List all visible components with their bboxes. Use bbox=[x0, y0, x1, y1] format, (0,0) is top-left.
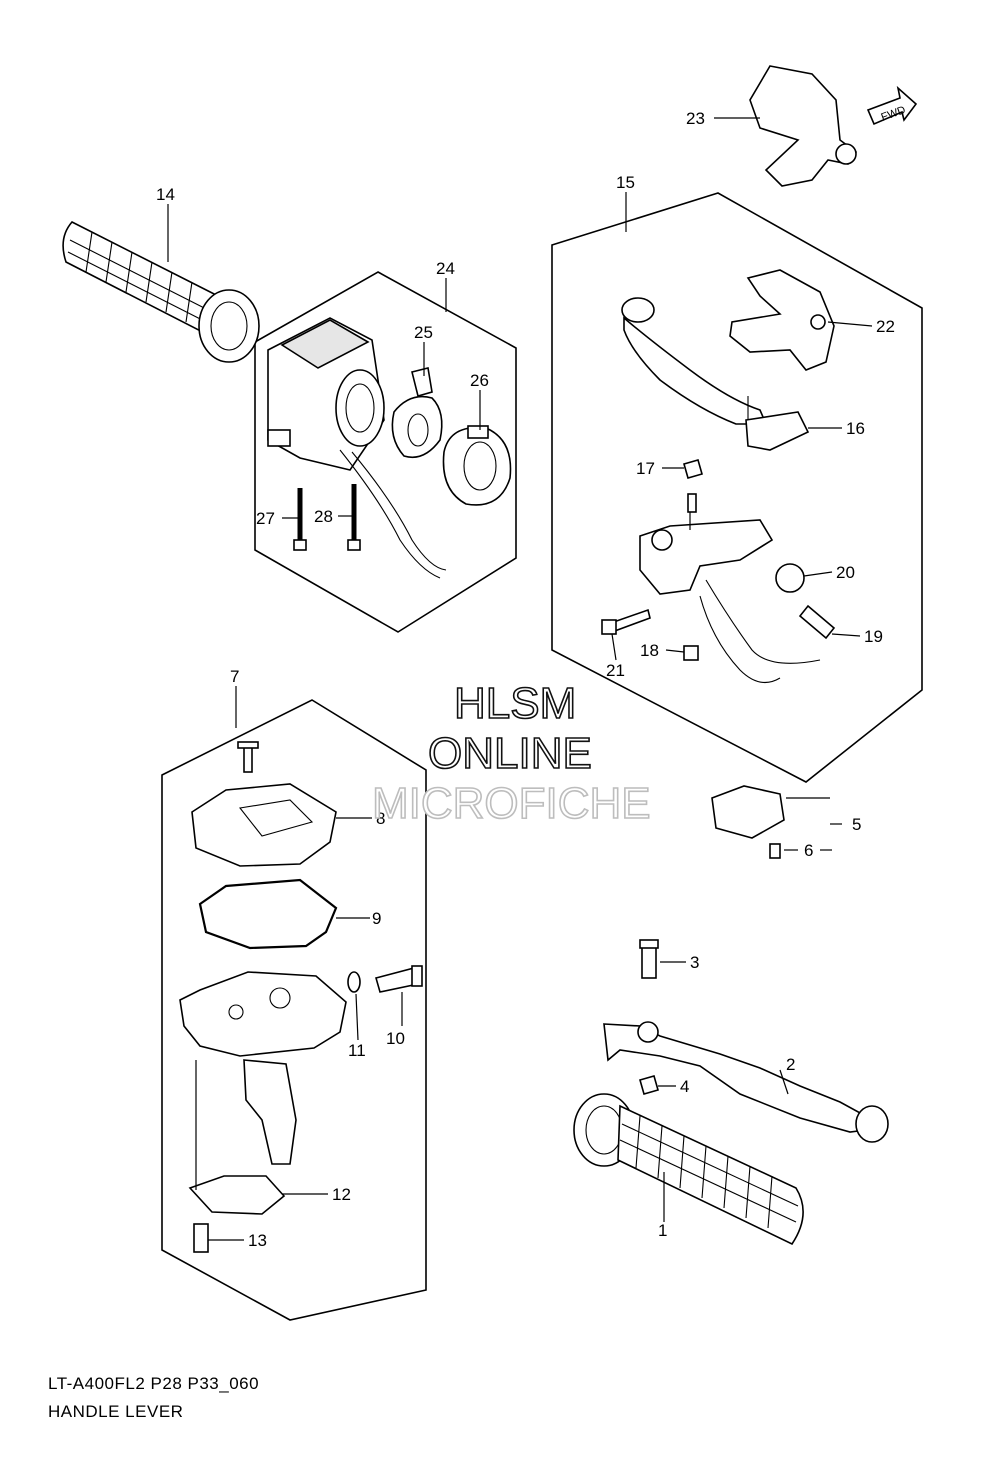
callout-7: 7 bbox=[230, 667, 239, 686]
callout-5: 5 bbox=[852, 815, 861, 834]
callout-27: 27 bbox=[256, 509, 275, 528]
bolt-part-19 bbox=[798, 604, 836, 640]
watermark-line-3: MICROFICHE bbox=[372, 779, 651, 828]
callout-4: 4 bbox=[680, 1077, 689, 1096]
thumb-throttle-part-23 bbox=[749, 65, 858, 187]
group-box-15 bbox=[551, 192, 923, 783]
callout-1: 1 bbox=[658, 1221, 667, 1240]
throttle-part-25 bbox=[391, 367, 443, 459]
bracket-part-22 bbox=[729, 269, 835, 371]
bracket-part-12 bbox=[188, 1175, 286, 1215]
screw-small-part-17b bbox=[687, 493, 697, 513]
callout-28: 28 bbox=[314, 507, 333, 526]
callout-18: 18 bbox=[640, 641, 659, 660]
nut-part-4 bbox=[639, 1075, 659, 1095]
callout-21: 21 bbox=[606, 661, 625, 680]
screw-part-27 bbox=[293, 488, 307, 551]
callout-9: 9 bbox=[372, 909, 381, 928]
lever-part-2 bbox=[603, 1021, 889, 1143]
nut-part-17 bbox=[683, 459, 703, 479]
callout-labels: 14 24 25 26 27 28 23 15 22 16 17 20 19 1… bbox=[156, 109, 895, 1250]
callout-22: 22 bbox=[876, 317, 895, 336]
nut-part-18 bbox=[683, 645, 699, 661]
group-box-7 bbox=[161, 699, 427, 1321]
callout-13: 13 bbox=[248, 1231, 267, 1250]
watermark-line-1: HLSM bbox=[454, 679, 576, 728]
switch-assembly-part-24 bbox=[267, 317, 447, 579]
cap-part-20 bbox=[775, 563, 805, 593]
callout-10: 10 bbox=[386, 1029, 405, 1048]
callout-15: 15 bbox=[616, 173, 635, 192]
callout-3: 3 bbox=[690, 953, 699, 972]
screw-part-6 bbox=[769, 843, 781, 859]
bolt-part-21 bbox=[601, 608, 651, 635]
callout-17: 17 bbox=[636, 459, 655, 478]
callout-26: 26 bbox=[470, 371, 489, 390]
callout-8: 8 bbox=[376, 809, 385, 828]
callout-25: 25 bbox=[414, 323, 433, 342]
callout-14: 14 bbox=[156, 185, 175, 204]
housing-part-7 bbox=[179, 971, 347, 1165]
bolt-part-3 bbox=[639, 939, 659, 979]
callout-24: 24 bbox=[436, 259, 455, 278]
screw-top-part-7 bbox=[237, 741, 259, 773]
master-cylinder-part-15 bbox=[639, 519, 821, 684]
callout-20: 20 bbox=[836, 563, 855, 582]
clamp-ring-part-26 bbox=[442, 425, 512, 506]
pivot-part-16 bbox=[745, 396, 810, 451]
cover-part-8 bbox=[191, 783, 337, 867]
screw-part-10 bbox=[375, 965, 423, 993]
gasket-part-9 bbox=[198, 878, 338, 950]
washer-part-11 bbox=[347, 971, 361, 993]
grip-left-part-14 bbox=[62, 221, 260, 363]
forward-arrow-icon: FWD bbox=[866, 85, 918, 126]
section-title: HANDLE LEVER bbox=[48, 1402, 184, 1421]
grip-right-part-1 bbox=[573, 1093, 804, 1246]
watermark-line-2: ONLINE bbox=[428, 729, 592, 778]
callout-2: 2 bbox=[786, 1055, 795, 1074]
callout-19: 19 bbox=[864, 627, 883, 646]
model-code: LT-A400FL2 P28 P33_060 bbox=[48, 1374, 260, 1393]
stop-switch-part-5 bbox=[711, 785, 785, 839]
bolt-part-13 bbox=[193, 1223, 209, 1253]
leader-lines bbox=[167, 117, 873, 1241]
watermark: HLSM ONLINE MICROFICHE bbox=[371, 678, 651, 829]
screw-part-28 bbox=[347, 484, 361, 551]
callout-16: 16 bbox=[846, 419, 865, 438]
callout-6: 6 bbox=[804, 841, 813, 860]
callout-12: 12 bbox=[332, 1185, 351, 1204]
callout-23: 23 bbox=[686, 109, 705, 128]
callout-11: 11 bbox=[348, 1041, 366, 1060]
brake-lever-part-15 bbox=[621, 297, 768, 425]
